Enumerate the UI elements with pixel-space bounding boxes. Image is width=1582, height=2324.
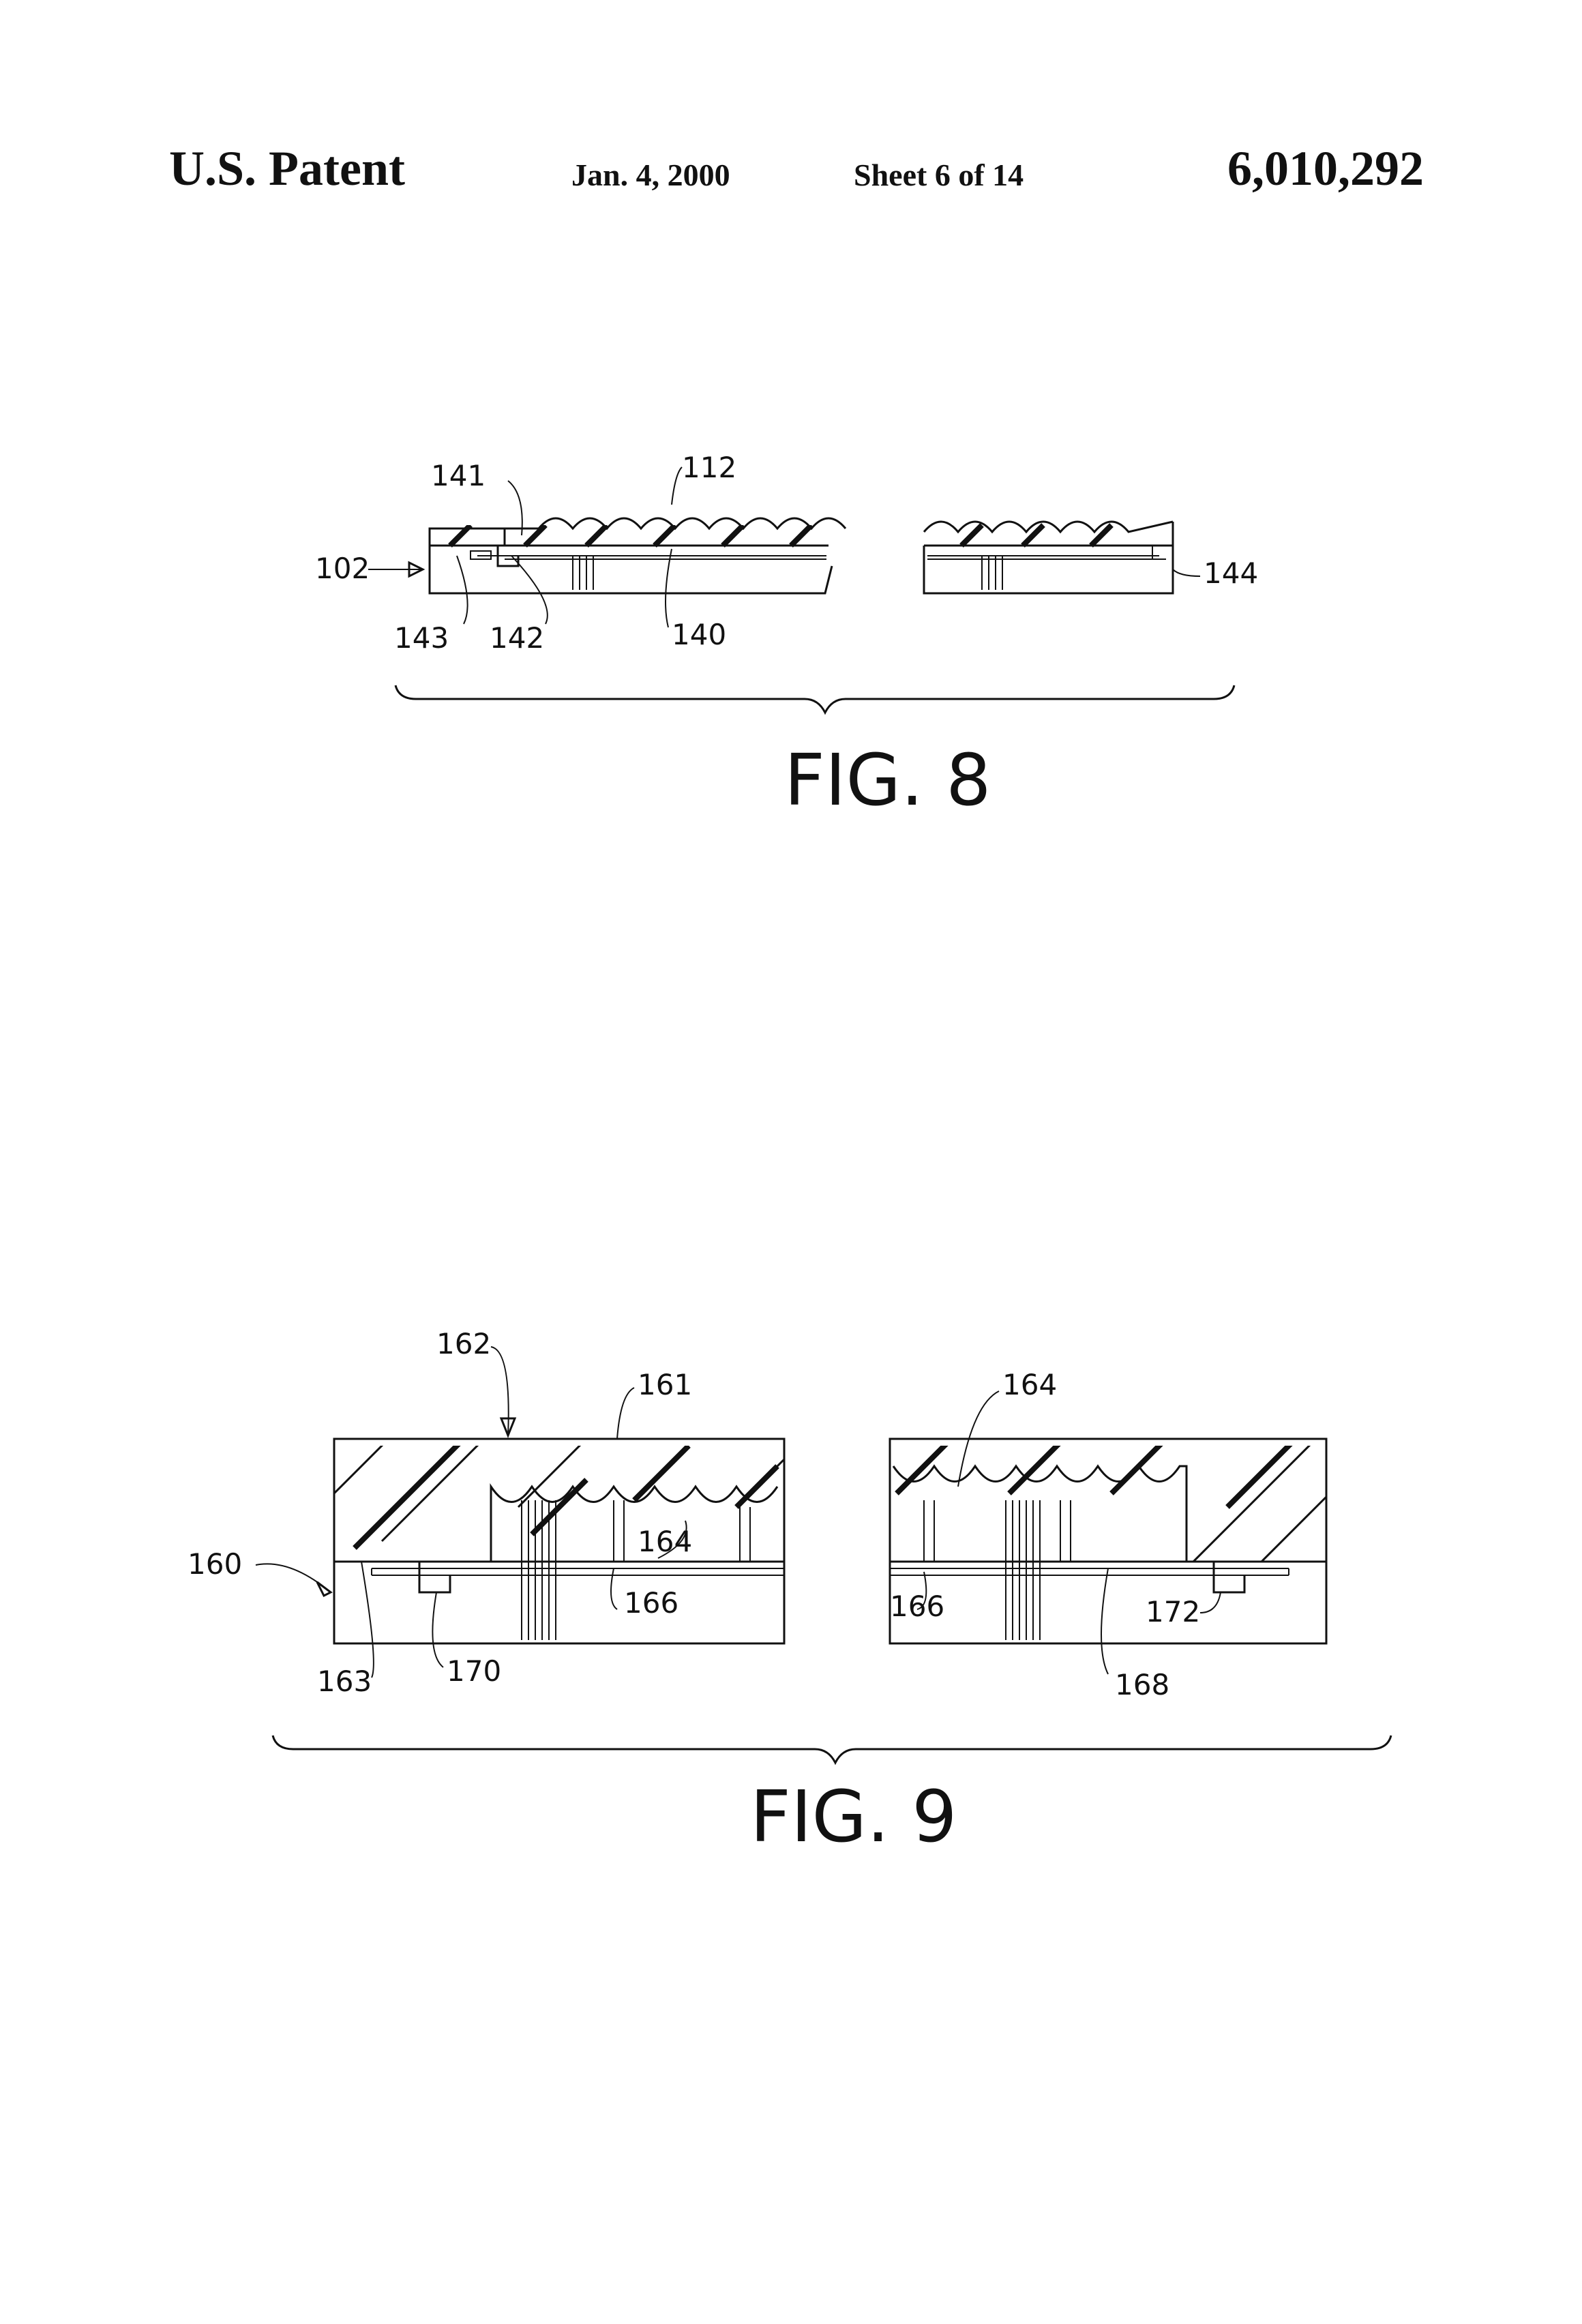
fig8-drawing: 141 112 102 144 143 142 140 FIG. 8 bbox=[315, 451, 1258, 822]
fig8-label-141: 141 bbox=[431, 459, 486, 492]
fig8-label-144: 144 bbox=[1204, 556, 1258, 590]
fig8-label-143: 143 bbox=[394, 621, 449, 655]
fig9-label-172: 172 bbox=[1146, 1595, 1200, 1628]
patent-header-title: U.S. Patent bbox=[169, 141, 405, 196]
fig9-label-162: 162 bbox=[436, 1327, 491, 1360]
patent-date: Jan. 4, 2000 bbox=[571, 158, 730, 192]
fig9-caption: FIG. 9 bbox=[750, 1775, 957, 1858]
fig9-label-160: 160 bbox=[188, 1547, 242, 1581]
fig9-label-166-right: 166 bbox=[890, 1590, 944, 1623]
fig8-label-112: 112 bbox=[682, 451, 736, 484]
sheet-number: Sheet 6 of 14 bbox=[854, 158, 1024, 192]
fig9-label-161: 161 bbox=[638, 1368, 692, 1401]
fig9-label-163: 163 bbox=[317, 1665, 372, 1698]
fig9-drawing: 162 161 164 164 160 166 166 172 163 170 … bbox=[188, 1327, 1392, 1858]
fig9-label-168: 168 bbox=[1115, 1668, 1169, 1701]
patent-number: 6,010,292 bbox=[1227, 141, 1424, 196]
fig8-label-102: 102 bbox=[315, 552, 370, 585]
fig9-label-166-left: 166 bbox=[624, 1586, 678, 1620]
fig9-label-164-top: 164 bbox=[1002, 1368, 1057, 1401]
fig9-label-170: 170 bbox=[447, 1654, 501, 1688]
fig9-label-164: 164 bbox=[638, 1525, 692, 1558]
fig8-caption: FIG. 8 bbox=[784, 739, 991, 822]
fig8-label-140: 140 bbox=[672, 618, 726, 651]
fig8-label-142: 142 bbox=[490, 621, 544, 655]
